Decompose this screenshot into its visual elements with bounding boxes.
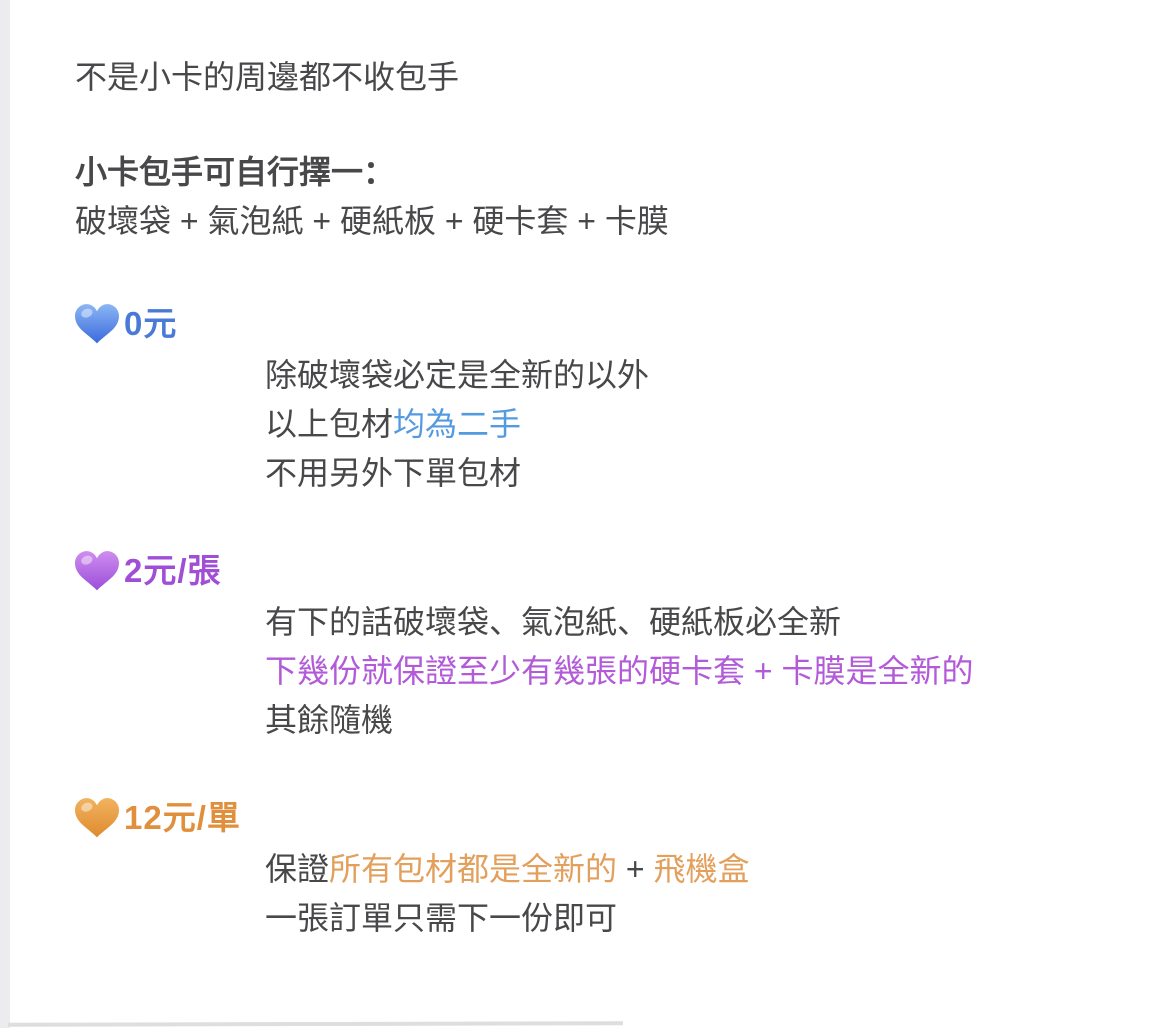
tier-per-card-line: 有下的話破壞袋、氣泡紙、硬紙板必全新 bbox=[265, 604, 842, 640]
tier-per-card-price: 2元/張 bbox=[124, 552, 222, 589]
tier-per-card-line: 下幾份就保證至少有幾張的硬卡套 + 卡膜是全新的 bbox=[265, 653, 974, 689]
tier-free-price: 0元 bbox=[124, 305, 178, 342]
page-edge-bottom bbox=[7, 1021, 624, 1027]
blue-heart-icon bbox=[75, 303, 119, 343]
purple-heart-icon bbox=[75, 550, 119, 590]
highlighted-text-segment: 所有包材都是全新的 bbox=[329, 851, 618, 887]
tier-free-line: 以上包材均為二手 bbox=[265, 400, 1145, 449]
tier-per-order-line: 保證所有包材都是全新的 + 飛機盒 bbox=[265, 845, 1145, 894]
tier-free-line: 除破壞袋必定是全新的以外 bbox=[265, 357, 650, 393]
tier-per-card-line: 其餘隨機 bbox=[265, 702, 394, 738]
highlighted-text-segment: 飛機盒 bbox=[653, 851, 750, 887]
text-segment: + bbox=[617, 851, 654, 887]
note-content: 不是小卡的周邊都不收包手 小卡包手可自行擇一： 破壞袋 + 氣泡紙 + 硬紙板 … bbox=[75, 53, 1145, 943]
tier-per-order-price: 12元/單 bbox=[124, 799, 241, 836]
text-segment: 保證 bbox=[265, 851, 330, 887]
tier-per-order-heading: 12元/單 bbox=[75, 793, 1145, 842]
options-group: 小卡包手可自行擇一： 破壞袋 + 氣泡紙 + 硬紙板 + 硬卡套 + 卡膜 bbox=[75, 148, 1145, 246]
tier-per-order-body: 保證所有包材都是全新的 + 飛機盒 一張訂單只需下一份即可 bbox=[265, 845, 1145, 943]
tier-free-line: 不用另外下單包材 bbox=[265, 455, 522, 491]
intro-line: 不是小卡的周邊都不收包手 bbox=[75, 59, 460, 95]
tier-per-card-body: 有下的話破壞袋、氣泡紙、硬紙板必全新 下幾份就保證至少有幾張的硬卡套 + 卡膜是… bbox=[265, 598, 1145, 745]
orange-heart-icon bbox=[75, 797, 119, 837]
options-heading: 小卡包手可自行擇一： bbox=[75, 154, 396, 190]
tier-free-heading: 0元 bbox=[75, 299, 1145, 348]
tier-free-body: 除破壞袋必定是全新的以外 以上包材均為二手 不用另外下單包材 bbox=[265, 351, 1145, 498]
highlighted-text-segment: 均為二手 bbox=[393, 406, 522, 442]
page-edge-left bbox=[0, 0, 10, 1028]
text-segment: 以上包材 bbox=[265, 406, 394, 442]
tier-per-order-line: 一張訂單只需下一份即可 bbox=[265, 900, 618, 936]
options-list-line: 破壞袋 + 氣泡紙 + 硬紙板 + 硬卡套 + 卡膜 bbox=[75, 203, 669, 239]
tier-per-card-heading: 2元/張 bbox=[75, 546, 1145, 595]
